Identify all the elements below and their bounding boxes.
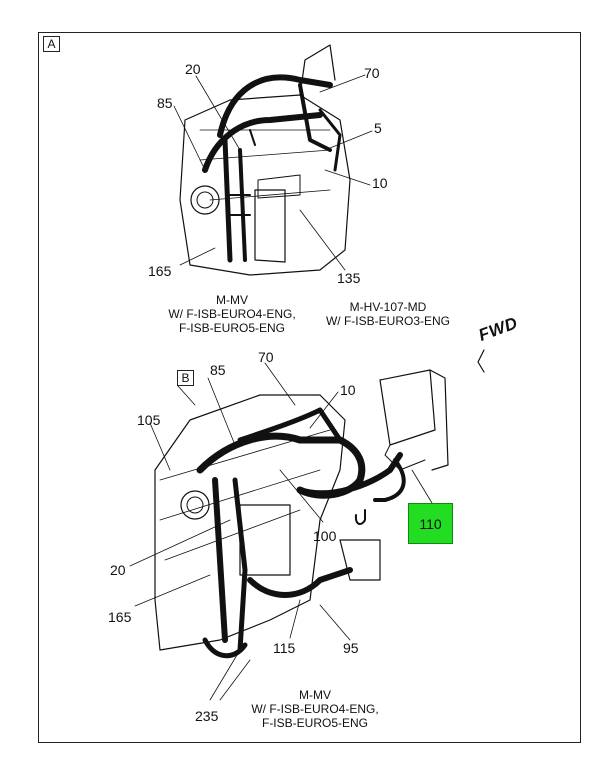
callout-20-b: 20 — [110, 562, 126, 578]
callout-20-a: 20 — [185, 61, 201, 77]
panel-b-caption: M-MV W/ F-ISB-EURO4-ENG, F-ISB-EURO5-ENG — [230, 688, 400, 730]
callout-165-b: 165 — [108, 609, 132, 625]
callout-70-b: 70 — [258, 349, 274, 365]
callout-10-a: 10 — [372, 175, 388, 191]
panel-a-tag: A — [43, 36, 60, 52]
caption-line: W/ F-ISB-EURO4-ENG, — [251, 702, 379, 716]
callout-165-a: 165 — [148, 263, 172, 279]
caption-line: M-MV — [299, 688, 331, 702]
caption-line: W/ F-ISB-EURO4-ENG, — [168, 307, 296, 321]
panel-b-tag: B — [177, 370, 194, 386]
callout-95-b: 95 — [343, 640, 359, 656]
callout-70-a: 70 — [364, 65, 380, 81]
callout-105-b: 105 — [137, 412, 161, 428]
callout-85-b: 85 — [210, 362, 226, 378]
callout-235-b: 235 — [195, 708, 219, 724]
callout-110-label: 110 — [419, 516, 442, 532]
highlighted-callout-110[interactable]: 110 — [408, 503, 453, 544]
caption-line: F-ISB-EURO5-ENG — [261, 716, 368, 730]
caption-line: F-ISB-EURO5-ENG — [178, 321, 285, 335]
diagram-frame — [38, 32, 581, 743]
panel-a-caption-left: M-MV W/ F-ISB-EURO4-ENG, F-ISB-EURO5-ENG — [147, 293, 317, 335]
caption-line: W/ F-ISB-EURO3-ENG — [325, 314, 450, 328]
callout-5-a: 5 — [374, 120, 382, 136]
caption-line: M-HV-107-MD — [349, 300, 427, 314]
callout-100-b: 100 — [313, 528, 337, 544]
panel-a-caption-right: M-HV-107-MD W/ F-ISB-EURO3-ENG — [308, 300, 468, 328]
callout-85-a: 85 — [157, 95, 173, 111]
callout-135-a: 135 — [337, 270, 361, 286]
caption-line: M-MV — [216, 293, 248, 307]
callout-115-b: 115 — [273, 640, 296, 656]
callout-10-b: 10 — [340, 382, 356, 398]
